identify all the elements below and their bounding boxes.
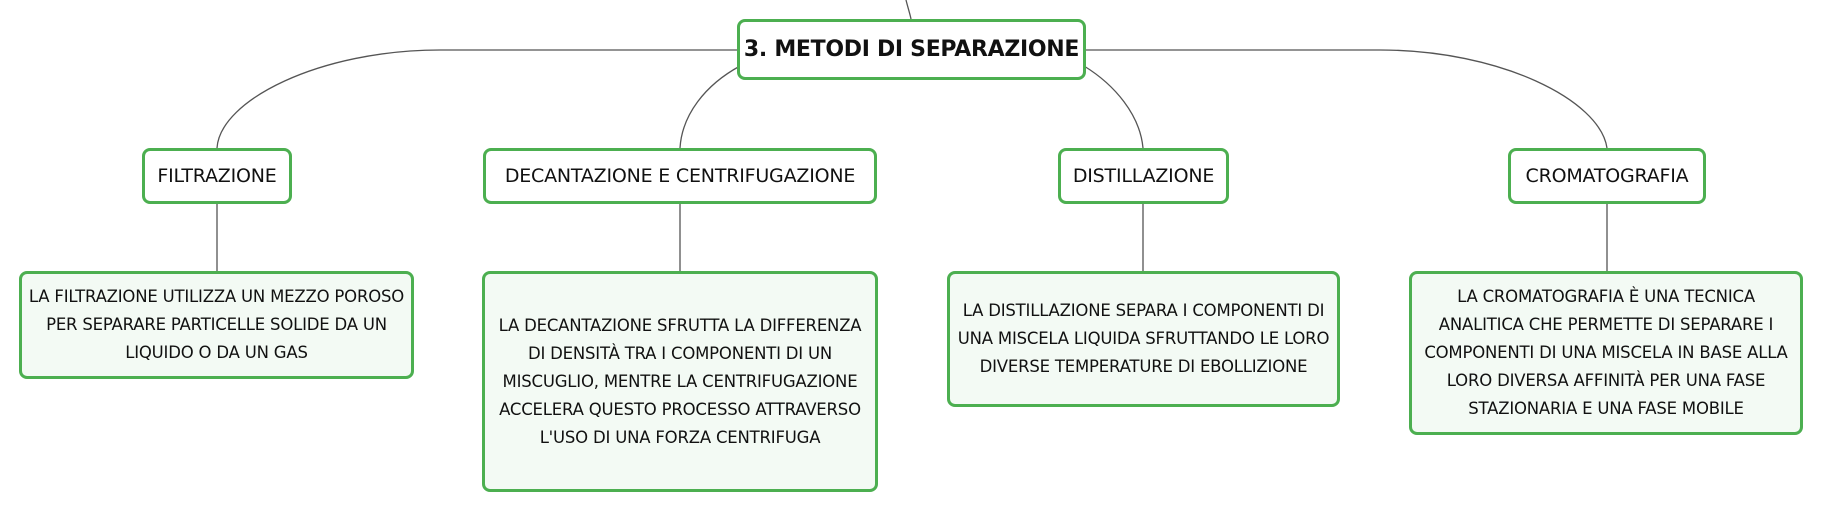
topic-label: DECANTAZIONE E CENTRIFUGAZIONE	[504, 165, 856, 187]
description-text: LA CROMATOGRAFIA È UNA TECNICA ANALITICA…	[1424, 287, 1788, 418]
description-node-cromatografia[interactable]: LA CROMATOGRAFIA È UNA TECNICA ANALITICA…	[1409, 271, 1803, 435]
topic-label: FILTRAZIONE	[157, 165, 277, 187]
connector-parent-to-root	[905, 0, 912, 20]
description-text: LA FILTRAZIONE UTILIZZA UN MEZZO POROSO …	[28, 287, 405, 362]
topic-label: CROMATOGRAFIA	[1525, 165, 1689, 187]
topic-node-decantazione-centrifugazione[interactable]: DECANTAZIONE E CENTRIFUGAZIONE	[483, 148, 877, 204]
root-label: 3. METODI DI SEPARAZIONE	[743, 37, 1080, 62]
topic-node-filtrazione[interactable]: FILTRAZIONE	[142, 148, 292, 204]
topic-label: DISTILLAZIONE	[1072, 165, 1215, 187]
topic-node-distillazione[interactable]: DISTILLAZIONE	[1058, 148, 1229, 204]
connector-root-to-cromatografia	[1086, 49, 1608, 149]
topic-node-cromatografia[interactable]: CROMATOGRAFIA	[1508, 148, 1706, 204]
description-node-decantazione-centrifugazione[interactable]: LA DECANTAZIONE SFRUTTA LA DIFFERENZA DI…	[482, 271, 878, 492]
description-text: LA DISTILLAZIONE SEPARA I COMPONENTI DI …	[957, 301, 1330, 376]
description-node-filtrazione[interactable]: LA FILTRAZIONE UTILIZZA UN MEZZO POROSO …	[19, 271, 414, 379]
connector-root-to-filtrazione	[216, 49, 737, 149]
connector-root-to-distillazione	[1083, 65, 1144, 149]
connector-root-to-decantazione	[679, 65, 741, 149]
description-text: LA DECANTAZIONE SFRUTTA LA DIFFERENZA DI…	[498, 315, 862, 447]
root-node[interactable]: 3. METODI DI SEPARAZIONE	[737, 19, 1086, 80]
description-node-distillazione[interactable]: LA DISTILLAZIONE SEPARA I COMPONENTI DI …	[947, 271, 1340, 407]
